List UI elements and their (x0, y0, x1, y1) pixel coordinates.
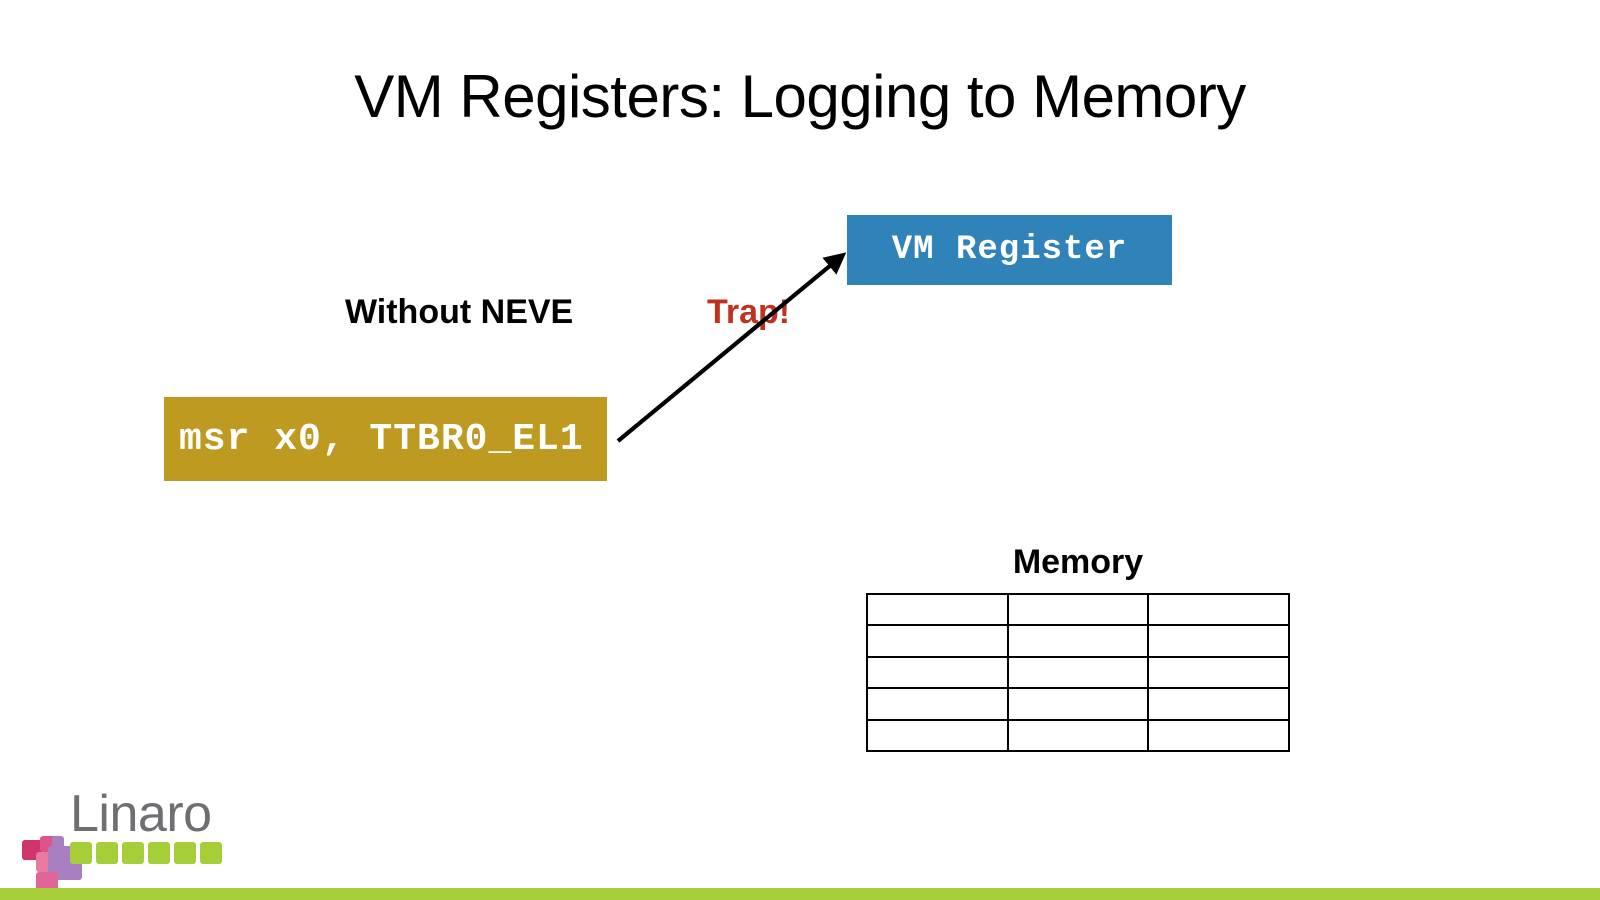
memory-cell (1147, 655, 1290, 690)
logo-square-green-6 (200, 842, 222, 864)
table-row (866, 655, 1290, 690)
instruction-box: msr x0, TTBR0_EL1 (164, 397, 607, 481)
logo-square-purple-small (52, 836, 64, 848)
vm-register-box: VM Register (847, 215, 1172, 285)
table-row (866, 718, 1290, 753)
memory-label: Memory (1012, 543, 1144, 581)
memory-cell (866, 687, 1009, 721)
memory-table-body (866, 592, 1290, 753)
trap-label: Trap! (707, 293, 791, 331)
logo-square-green-4 (148, 842, 170, 864)
memory-cell (1006, 624, 1150, 658)
memory-table (866, 592, 1290, 753)
trap-arrow-icon (616, 252, 847, 443)
vm-register-box-label: VM Register (891, 231, 1128, 269)
logo-square-green-5 (174, 842, 196, 864)
table-row (866, 624, 1290, 658)
logo-square-green-1 (70, 842, 92, 864)
memory-cell (1147, 687, 1290, 721)
memory-cell (866, 624, 1009, 658)
without-neve-label: Without NEVE (345, 293, 574, 331)
memory-cell (1006, 687, 1150, 721)
memory-cell (1006, 655, 1150, 690)
bottom-accent-bar (0, 888, 1600, 900)
memory-cell (1147, 624, 1290, 658)
memory-cell (1147, 592, 1290, 627)
table-row (866, 592, 1290, 627)
memory-cell (866, 718, 1009, 753)
logo-square-green-3 (122, 842, 144, 864)
table-row (866, 687, 1290, 721)
memory-cell (1006, 592, 1150, 627)
memory-cell (866, 655, 1009, 690)
instruction-box-label: msr x0, TTBR0_EL1 (179, 417, 584, 461)
memory-cell (1147, 718, 1290, 753)
memory-cell (866, 592, 1009, 627)
page-title: VM Registers: Logging to Memory (354, 63, 1246, 130)
linaro-wordmark: Linaro (70, 785, 212, 843)
logo-square-green-2 (96, 842, 118, 864)
memory-cell (1006, 718, 1150, 753)
linaro-logo: Linaro (22, 785, 222, 894)
